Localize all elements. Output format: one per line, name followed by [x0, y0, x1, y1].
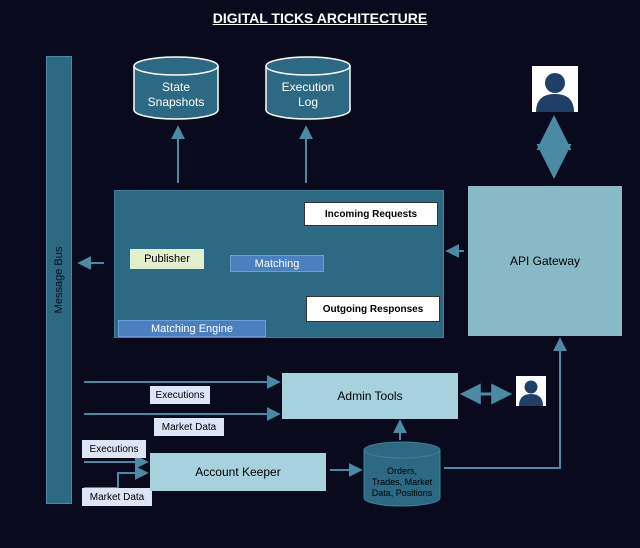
message-bus: Message Bus — [46, 56, 72, 504]
admin-tools-box: Admin Tools — [282, 373, 458, 419]
orders-db-label-line1: Orders, — [386, 466, 417, 476]
orders-db: Orders, Trades, Market Data, Positions — [362, 466, 442, 502]
diagram-title: DIGITAL TICKS ARCHITECTURE — [212, 10, 428, 26]
user-icon — [532, 66, 578, 112]
arrow-bus-to-keeper-2 — [84, 466, 149, 489]
state-snapshots-label-line2: Snapshots — [147, 95, 205, 109]
publisher-box: Publisher — [130, 249, 204, 269]
state-snapshots-label-line1: State — [161, 80, 191, 94]
api-gateway-box: API Gateway — [468, 186, 622, 336]
state-snapshots-db: State Snapshots — [134, 80, 218, 114]
executions-label-lower: Executions — [82, 440, 146, 458]
admin-user-icon — [516, 376, 546, 406]
orders-db-label-line3: Data, Positions — [371, 488, 433, 498]
orders-db-label-line2: Trades, Market — [371, 477, 433, 487]
matching-engine-label: Matching Engine — [118, 320, 266, 337]
outgoing-responses-box: Outgoing Responses — [306, 296, 440, 322]
market-data-label-lower: Market Data — [82, 488, 152, 506]
incoming-requests-box: Incoming Requests — [304, 202, 438, 226]
execution-log-label-line1: Execution — [281, 80, 335, 94]
execution-log-label-line2: Log — [297, 95, 319, 109]
account-keeper-box: Account Keeper — [150, 453, 326, 491]
executions-label-upper: Executions — [150, 386, 210, 404]
message-bus-label: Message Bus — [53, 246, 65, 314]
market-data-label-upper: Market Data — [154, 418, 224, 436]
orders-db-cylinder-shape — [363, 441, 441, 507]
execution-log-cylinder-shape — [265, 56, 351, 120]
execution-log-db: Execution Log — [266, 80, 350, 114]
arrow-db-to-gateway — [444, 337, 567, 469]
matching-box: Matching — [230, 255, 324, 272]
state-snapshots-cylinder-shape — [133, 56, 219, 120]
